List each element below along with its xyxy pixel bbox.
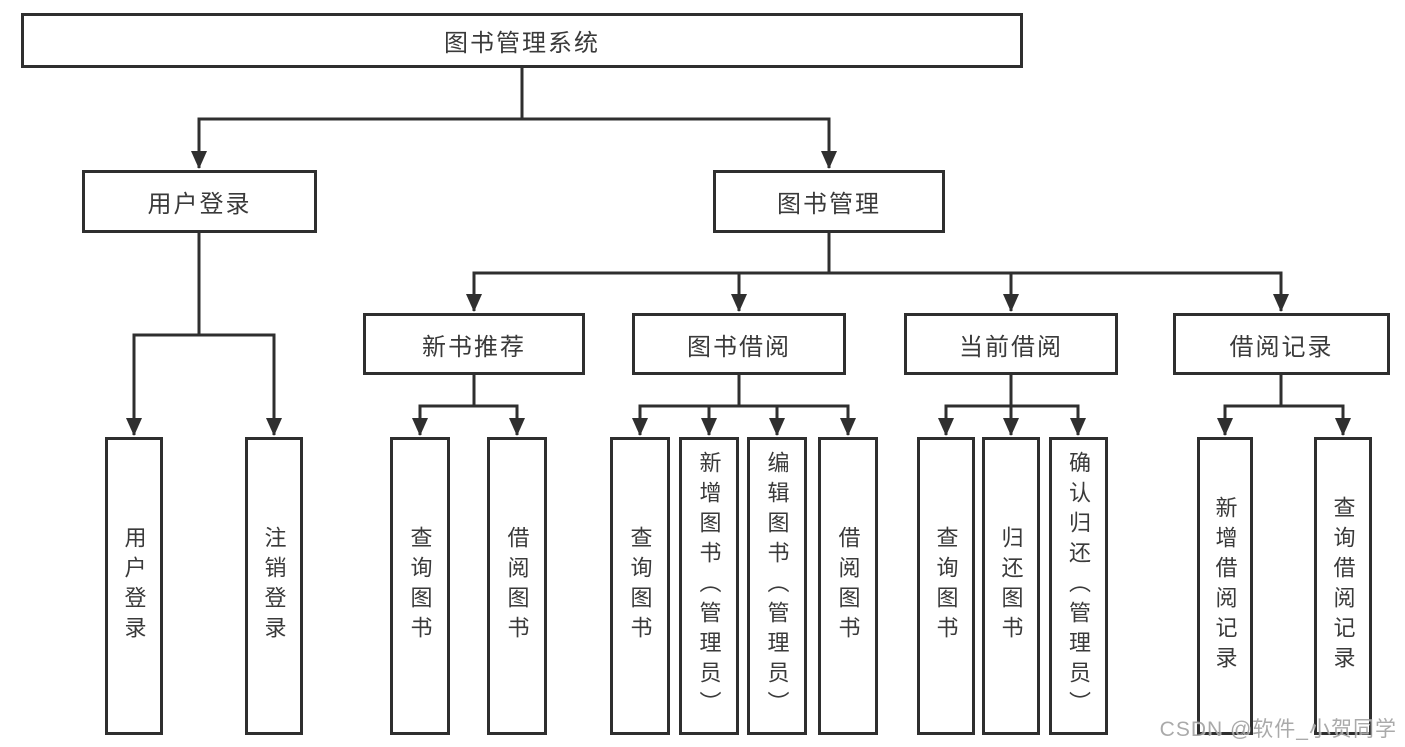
leaf-label: 用户登录 bbox=[121, 526, 147, 646]
node-book-borrow: 图书借阅 bbox=[632, 313, 846, 375]
leaf-label: 查询图书 bbox=[407, 526, 433, 646]
leaf-label: 借阅图书 bbox=[835, 526, 861, 646]
node-current-borrow: 当前借阅 bbox=[904, 313, 1118, 375]
leaf-user-login: 用户登录 bbox=[105, 437, 163, 735]
leaf-borrow-books-1: 借阅图书 bbox=[487, 437, 547, 735]
csdn-watermark: CSDN @软件_小贺同学 bbox=[1159, 718, 1397, 741]
leaf-logout: 注销登录 bbox=[245, 437, 303, 735]
leaf-label: 借阅图书 bbox=[504, 526, 530, 646]
leaf-label: 确认归还（管理员） bbox=[1066, 451, 1092, 721]
leaf-label: 编辑图书（管理员） bbox=[764, 451, 790, 721]
leaf-label: 查询借阅记录 bbox=[1330, 496, 1356, 676]
leaf-query-books-2: 查询图书 bbox=[610, 437, 670, 735]
node-book-management: 图书管理 bbox=[713, 170, 945, 233]
leaf-confirm-return-admin: 确认归还（管理员） bbox=[1049, 437, 1108, 735]
leaf-label: 注销登录 bbox=[261, 526, 287, 646]
node-root-system: 图书管理系统 bbox=[21, 13, 1023, 68]
leaf-label: 新增借阅记录 bbox=[1212, 496, 1238, 676]
leaf-add-book-admin: 新增图书（管理员） bbox=[679, 437, 739, 735]
leaf-query-books-1: 查询图书 bbox=[390, 437, 450, 735]
leaf-label: 查询图书 bbox=[627, 526, 653, 646]
leaf-label: 查询图书 bbox=[933, 526, 959, 646]
leaf-borrow-books-2: 借阅图书 bbox=[818, 437, 878, 735]
leaf-query-books-3: 查询图书 bbox=[917, 437, 975, 735]
node-new-book-recommend: 新书推荐 bbox=[363, 313, 585, 375]
leaf-label: 归还图书 bbox=[998, 526, 1024, 646]
node-borrow-records: 借阅记录 bbox=[1173, 313, 1390, 375]
leaf-label: 新增图书（管理员） bbox=[696, 451, 722, 721]
leaf-add-borrow-record: 新增借阅记录 bbox=[1197, 437, 1253, 735]
leaf-edit-book-admin: 编辑图书（管理员） bbox=[747, 437, 807, 735]
leaf-query-borrow-record: 查询借阅记录 bbox=[1314, 437, 1372, 735]
node-user-login: 用户登录 bbox=[82, 170, 317, 233]
leaf-return-books: 归还图书 bbox=[982, 437, 1040, 735]
